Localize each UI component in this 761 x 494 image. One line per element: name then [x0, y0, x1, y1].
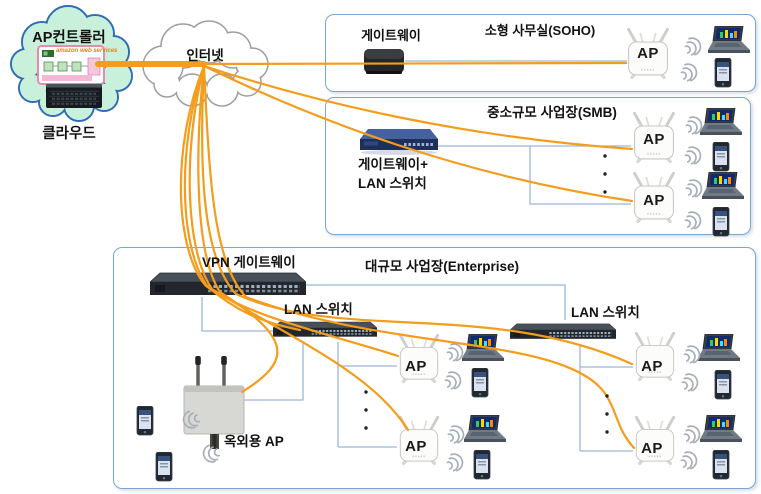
smartphone-icon [712, 450, 730, 480]
wifi-waves-icon [679, 370, 701, 394]
lan-switch2-device [510, 322, 616, 341]
smartphone-icon [714, 370, 732, 400]
laptop-icon [698, 334, 740, 362]
wifi-waves-icon [681, 342, 703, 366]
smartphone-icon [473, 450, 491, 480]
smb-ap2-label: AP [643, 192, 665, 209]
smartphone-icon [136, 406, 154, 436]
controller-server-rack [46, 84, 102, 108]
laptop-icon [700, 415, 742, 443]
smb-gateway-label: 게이트웨이+ LAN 스위치 [358, 155, 428, 193]
wifi-waves-icon [445, 422, 467, 446]
enterprise-ap-mid2-label: AP [405, 438, 427, 455]
laptop-icon [464, 415, 506, 443]
wifi-waves-icon [682, 34, 704, 58]
lan-switch2-label: LAN 스위치 [571, 305, 640, 320]
link-internet-soho-ap [202, 61, 628, 66]
controller-caption: 클라우드 [42, 126, 96, 142]
aws-logo-text: amazon web services [56, 48, 118, 54]
soho-title: 소형 사무실(SOHO) [484, 23, 596, 38]
smb-gateway-switch-device [360, 127, 438, 156]
wifi-waves-icon [678, 448, 700, 472]
link-internet-ent-ap-right2 [202, 64, 636, 450]
soho-ap-label: AP [637, 45, 659, 62]
enterprise-ap-right2-label: AP [641, 440, 663, 457]
link-internet-smb-ap1 [202, 64, 634, 151]
soho-gateway-device [364, 49, 404, 74]
wifi-waves-icon [682, 143, 704, 167]
soho-gateway-label: 게이트웨이 [361, 28, 421, 43]
laptop-icon [700, 108, 742, 136]
smb-title: 중소규모 사업장(SMB) [487, 105, 617, 120]
ellipsis-dots [364, 154, 609, 434]
wifi-waves-icon [681, 422, 703, 446]
wifi-waves-icon [683, 176, 705, 200]
wifi-waves-icon [678, 60, 700, 84]
lan-switch1-label: LAN 스위치 [284, 302, 353, 317]
laptop-icon [702, 172, 744, 200]
outdoor-ap-label: 옥외용 AP [224, 434, 284, 449]
link-internet-ent-ap-mid2 [188, 64, 410, 432]
smb-ap1-label: AP [643, 131, 665, 148]
link-internet-smb-ap2 [202, 64, 634, 203]
smb-zone-box [325, 97, 751, 235]
link-internet-ent-ap-mid1 [179, 64, 400, 358]
laptop-icon [708, 26, 750, 54]
smartphone-icon [155, 452, 173, 482]
link-internet-outdoor-ap [197, 64, 279, 394]
wan-links [95, 61, 636, 450]
enterprise-ap-right1-label: AP [641, 358, 663, 375]
controller-title: AP컨트롤러 [32, 30, 106, 46]
enterprise-title: 대규모 사업장(Enterprise) [365, 259, 520, 274]
internet-label: 인터넷 [186, 48, 224, 63]
smb-gateway-label-line2: LAN 스위치 [358, 176, 427, 191]
wifi-waves-icon [444, 340, 466, 364]
wifi-waves-icon [444, 450, 466, 474]
smartphone-icon [712, 142, 730, 172]
smartphone-icon [712, 207, 730, 237]
smartphone-icon [714, 58, 732, 88]
smb-gateway-label-line1: 게이트웨이+ [358, 157, 428, 172]
smartphone-icon [471, 368, 489, 398]
enterprise-ap-mid1-label: AP [405, 358, 427, 375]
vpn-gateway-label: VPN 게이트웨이 [202, 255, 296, 270]
wifi-waves-icon [442, 368, 464, 392]
wifi-waves-icon [682, 208, 704, 232]
